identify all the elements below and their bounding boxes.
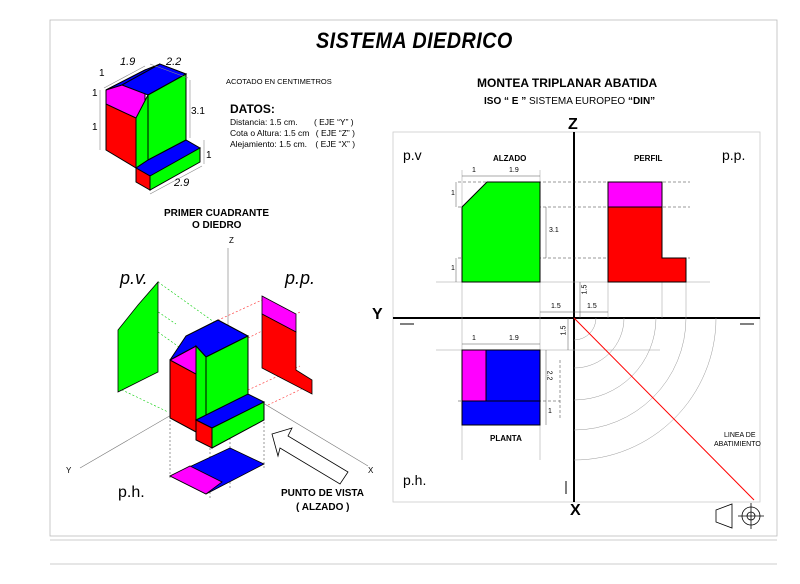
sheet-border <box>49 19 778 537</box>
ortho-dims <box>455 175 608 425</box>
ortho-label-y: Y <box>372 306 383 323</box>
datos-row-2-axis: ( EJE “Z” ) <box>315 128 355 138</box>
montea-sistema: SISTEMA EUROPEO <box>529 96 626 107</box>
ortho-label-pp: p.p. <box>722 147 746 163</box>
iso-label-x: X <box>368 466 374 475</box>
montea-title: MONTEA TRIPLANAR ABATIDA <box>477 76 658 90</box>
iso-label-pv: p.v. <box>120 268 148 288</box>
iso-dim-2-9: 2.9 <box>174 177 190 189</box>
montea-subtitle: ISO “ E ” SISTEMA EUROPEO “DIN” <box>484 96 655 107</box>
ortho-label-z: Z <box>568 116 578 133</box>
ortho-dim-a1: 1 <box>472 167 476 174</box>
ortho-dim-a19: 1.9 <box>509 167 519 174</box>
cuadrante-line-2: O DIEDRO <box>192 220 242 231</box>
iso-label-y: Y <box>66 466 72 475</box>
iso-label-z: Z <box>229 236 234 245</box>
iso-label-pp: p.p. <box>285 268 316 288</box>
label-perfil: PERFIL <box>634 154 663 163</box>
perfil-view <box>607 206 687 283</box>
iso-dim-3-1: 3.1 <box>191 106 205 117</box>
iso-ph-projection-magenta <box>169 465 223 495</box>
ortho-dim-15c: 1.5 <box>581 284 589 295</box>
iso-piece-small <box>99 63 205 195</box>
cuadrante-line-1: PRIMER CUADRANTE <box>164 208 269 219</box>
ortho-drawing <box>392 131 764 529</box>
datos-heading: DATOS: <box>230 102 275 116</box>
label-planta: PLANTA <box>490 434 522 443</box>
datos-row-3-axis: ( EJE “X” ) <box>315 139 356 149</box>
ortho-dim-15d: 1.5 <box>560 325 568 336</box>
iso-small-dim-lines <box>99 63 205 195</box>
datos-row-2: Cota o Altura: 1.5 cm ( EJE “Z” ) <box>230 128 355 138</box>
ortho-dim-a1v: 1 <box>451 190 455 197</box>
iso-label-ph: p.h. <box>118 484 145 501</box>
perfil-view-top <box>607 181 663 208</box>
montea-iso: ISO “ E ” <box>484 96 527 107</box>
view-direction-arrow <box>271 427 349 485</box>
punto-vista-line-1: PUNTO DE VISTA <box>281 488 364 499</box>
ortho-dim-a31: 3.1 <box>549 227 559 234</box>
iso-pp-projection <box>261 313 313 395</box>
iso-dim-2-2: 2.2 <box>166 56 182 68</box>
ortho-dim-p1: 1 <box>472 335 476 342</box>
label-alzado: ALZADO <box>493 154 527 163</box>
linea-abatimiento <box>573 317 755 501</box>
iso-main-bevel <box>195 344 207 427</box>
ortho-label-x: X <box>570 502 581 519</box>
planta-view-magenta <box>461 349 487 402</box>
iso-dim-1c: 1 <box>92 122 98 133</box>
datos-row-3-label: Alejamiento: 1.5 cm. <box>230 139 308 149</box>
iso-dim-1a: 1 <box>99 68 105 79</box>
linea-label-2: ABATIMIENTO <box>714 441 761 448</box>
iso-dim-1b: 1 <box>92 88 98 99</box>
ortho-label-ph: p.h. <box>403 472 427 488</box>
iso-pv-projection <box>117 280 159 393</box>
ortho-dim-p1v: 1 <box>548 408 552 415</box>
iso-assembly <box>79 248 369 498</box>
ortho-dim-p22: 2.2 <box>545 370 553 381</box>
iso-main-step-front <box>195 419 213 449</box>
datos-row-1-axis: ( EJE “Y” ) <box>313 117 354 127</box>
page-title: SISTEMA DIEDRICO <box>316 28 513 53</box>
linea-label-1: LINEA DE <box>724 432 756 439</box>
datos-row-2-label: Cota o Altura: 1.5 cm <box>230 128 310 138</box>
montea-din: “DIN” <box>627 96 656 107</box>
iso-small-step-front <box>135 167 151 191</box>
punto-vista-line-2: ( ALZADO ) <box>296 502 350 513</box>
ortho-dim-15b: 1.5 <box>587 303 597 310</box>
datos-row-1: Distancia: 1.5 cm. ( EJE “Y” ) <box>230 117 354 127</box>
alzado-view <box>461 181 541 283</box>
datos-row-1-label: Distancia: 1.5 cm. <box>230 117 298 127</box>
iso-dim-1d: 1 <box>206 150 212 161</box>
iso-dim-1-9: 1.9 <box>120 56 136 68</box>
acotado-note: ACOTADO EN CENTIMETROS <box>226 77 332 86</box>
ortho-dim-a1b: 1 <box>451 265 455 272</box>
ortho-dim-15a: 1.5 <box>551 303 561 310</box>
planta-view-bottom <box>461 400 541 426</box>
ortho-dim-p19: 1.9 <box>509 335 519 342</box>
projection-symbol-icon <box>715 503 764 529</box>
ortho-label-pv: p.v <box>403 147 422 163</box>
datos-row-3: Alejamiento: 1.5 cm. ( EJE “X” ) <box>230 139 355 149</box>
